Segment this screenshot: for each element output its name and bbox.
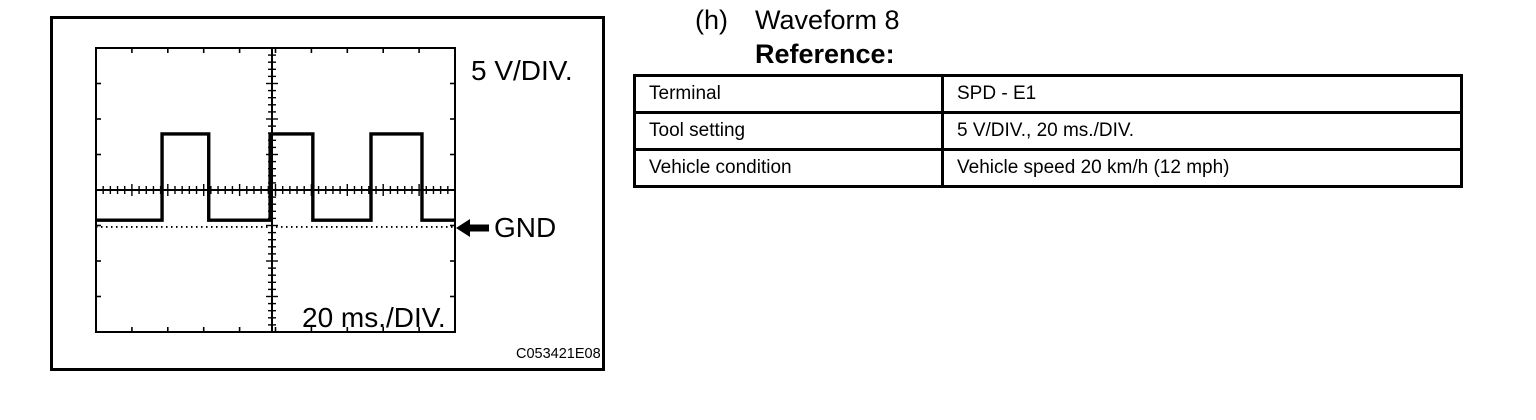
oscilloscope-svg: 5 V/DIV. GND 20 ms./DIV. C053421E08 [50, 16, 605, 371]
figure-border [50, 16, 605, 371]
reference-table: Terminal SPD - E1 Tool setting 5 V/DIV.,… [633, 74, 1463, 188]
table-row-vehicle-condition: Vehicle condition Vehicle speed 20 km/h … [633, 148, 1463, 188]
row-label: Tool setting [633, 111, 944, 151]
row-value: Vehicle speed 20 km/h (12 mph) [941, 148, 1463, 188]
row-label: Vehicle condition [633, 148, 944, 188]
figure-code: C053421E08 [516, 346, 601, 362]
table-row-terminal: Terminal SPD - E1 [633, 74, 1463, 114]
table-row-tool-setting: Tool setting 5 V/DIV., 20 ms./DIV. [633, 111, 1463, 151]
volts-per-div-label: 5 V/DIV. [471, 55, 573, 86]
row-value: SPD - E1 [941, 74, 1463, 114]
heading-index: (h) [695, 5, 728, 35]
row-value: 5 V/DIV., 20 ms./DIV. [941, 111, 1463, 151]
time-per-div-label: 20 ms./DIV. [302, 302, 446, 333]
waveform-trace [96, 132, 455, 222]
gnd-label: GND [494, 212, 556, 243]
oscilloscope-figure: 5 V/DIV. GND 20 ms./DIV. C053421E08 [50, 16, 605, 371]
row-label: Terminal [633, 74, 944, 114]
gnd-arrow-icon [456, 219, 489, 237]
heading-subtitle: Reference: [755, 39, 895, 69]
heading-title: Waveform 8 [755, 5, 900, 35]
